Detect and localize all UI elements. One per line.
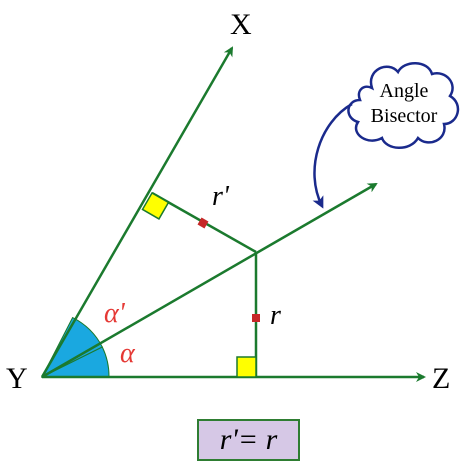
callout-line2: Bisector bbox=[371, 105, 438, 127]
label-r-prime: r' bbox=[212, 181, 230, 212]
ray-yx bbox=[40, 46, 234, 378]
result-text: r'= r bbox=[219, 423, 278, 456]
callout-cloud bbox=[347, 62, 460, 149]
tick-marker-r-prime bbox=[197, 217, 209, 229]
bisector-ray bbox=[41, 182, 378, 379]
label-alpha: α bbox=[120, 338, 136, 369]
label-y: Y bbox=[6, 362, 28, 395]
callout-line1: Angle bbox=[380, 80, 429, 102]
result-equation: r'= r bbox=[197, 419, 300, 461]
label-alpha-prime: α' bbox=[104, 298, 126, 329]
right-angle-marker-lower bbox=[236, 356, 257, 378]
label-r: r bbox=[270, 300, 281, 331]
right-angle-marker-upper bbox=[141, 191, 170, 220]
tick-marker-r bbox=[252, 314, 260, 322]
label-x: X bbox=[230, 8, 252, 41]
callout-arrow bbox=[312, 102, 353, 209]
label-z: Z bbox=[432, 362, 450, 395]
